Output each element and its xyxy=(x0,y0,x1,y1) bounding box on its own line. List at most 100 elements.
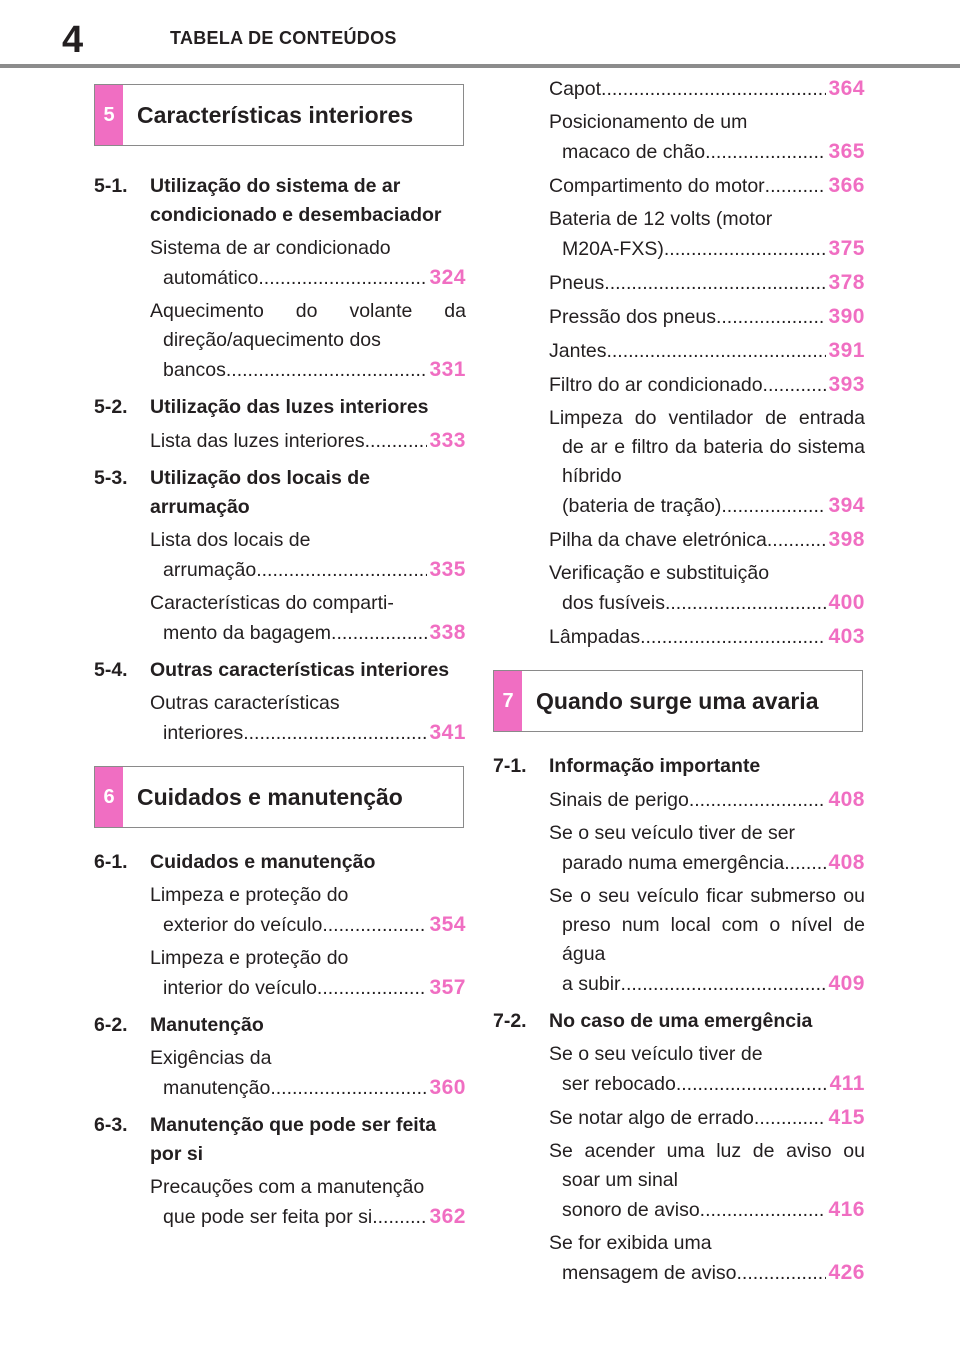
page-reference[interactable]: 360 xyxy=(429,1076,466,1099)
entry-last-line: Pilha da chave eletrónica398 xyxy=(549,525,865,555)
entry-text-end: interiores xyxy=(163,722,244,744)
page-reference[interactable]: 366 xyxy=(828,174,865,197)
section-title: Cuidados e manutenção xyxy=(150,851,376,873)
page-reference[interactable]: 357 xyxy=(429,976,466,999)
entry-text: Lista dos locais de xyxy=(150,529,311,551)
page-reference[interactable]: 416 xyxy=(828,1198,865,1221)
page-reference[interactable]: 331 xyxy=(429,358,466,381)
toc-entry[interactable]: Outras característicasinteriores341 xyxy=(150,689,466,748)
page-reference[interactable]: 354 xyxy=(429,913,466,936)
entry-text: Precauções com a manutenção xyxy=(150,1176,425,1198)
toc-entry[interactable]: Lâmpadas403 xyxy=(549,622,865,652)
toc-entry[interactable]: Compartimento do motor 366 xyxy=(549,171,865,201)
toc-entry[interactable]: Sinais de perigo 408 xyxy=(549,785,865,815)
page-reference[interactable]: 415 xyxy=(828,1106,865,1129)
entry-text-end: sonoro de aviso xyxy=(562,1199,700,1221)
entry-last-line: Se notar algo de errado415 xyxy=(549,1103,865,1133)
page-reference[interactable]: 365 xyxy=(828,140,865,163)
toc-entry[interactable]: Lista dos locais dearrumação335 xyxy=(150,526,466,585)
toc-entry[interactable]: Se o seu veículo ficar submerso ou preso… xyxy=(549,882,865,999)
section-number: 5-3. xyxy=(94,467,128,489)
entry-last-line: Lâmpadas403 xyxy=(549,622,865,652)
toc-entry[interactable]: Exigências damanutenção360 xyxy=(150,1044,466,1103)
page-reference[interactable]: 341 xyxy=(429,721,466,744)
toc-entry[interactable]: Pilha da chave eletrónica398 xyxy=(549,525,865,555)
chapter-5-heading: 5 Características interiores xyxy=(94,84,464,146)
chapter-number: 7 xyxy=(494,671,522,731)
entry-text-end: exterior do veículo xyxy=(163,914,323,936)
entry-text-end: M20A-FXS) xyxy=(562,238,664,260)
page-reference[interactable]: 378 xyxy=(828,271,865,294)
page-reference[interactable]: 324 xyxy=(429,266,466,289)
section-title: Manutenção que pode ser feita por si xyxy=(150,1114,437,1165)
page-reference[interactable]: 408 xyxy=(828,788,865,811)
entry-last-line: Pneus378 xyxy=(549,268,865,298)
page-reference[interactable]: 364 xyxy=(828,77,865,100)
dot-leader xyxy=(601,75,826,104)
section-heading: 5-1.Utilização do sistema de ar condicio… xyxy=(94,172,466,230)
entry-text-end: bancos xyxy=(163,359,226,381)
page-reference[interactable]: 403 xyxy=(828,625,865,648)
toc-entry[interactable]: Pressão dos pneus390 xyxy=(549,302,865,332)
toc-entry[interactable]: Se notar algo de errado415 xyxy=(549,1103,865,1133)
entry-text-end: que pode ser feita por si xyxy=(163,1206,373,1228)
page-reference[interactable]: 400 xyxy=(828,591,865,614)
page-reference[interactable]: 390 xyxy=(828,305,865,328)
toc-entry[interactable]: Jantes 391 xyxy=(549,336,865,366)
page-reference[interactable]: 394 xyxy=(828,494,865,517)
header-title: TABELA DE CONTEÚDOS xyxy=(170,28,397,48)
section-title: Manutenção xyxy=(150,1014,264,1036)
chapter-6-heading: 6 Cuidados e manutenção xyxy=(94,766,464,828)
toc-entry[interactable]: Lista das luzes interiores333 xyxy=(150,426,466,456)
section-number: 5-4. xyxy=(94,659,128,681)
toc-entry[interactable]: Precauções com a manutenção que pode ser … xyxy=(150,1173,466,1232)
dot-leader xyxy=(317,974,428,1003)
section-heading: 7-2.No caso de uma emergência xyxy=(493,1007,865,1036)
dot-leader xyxy=(604,269,826,298)
section-heading: 6-3.Manutenção que pode ser feita por si xyxy=(94,1111,466,1169)
entry-text-end: Jantes xyxy=(549,340,607,362)
page-reference[interactable]: 426 xyxy=(828,1261,865,1284)
page-reference[interactable]: 409 xyxy=(828,972,865,995)
toc-entry[interactable]: Características do comparti-mento da bag… xyxy=(150,589,466,648)
toc-entry[interactable]: Pneus378 xyxy=(549,268,865,298)
toc-entry[interactable]: Se acender uma luz de aviso ou soar um s… xyxy=(549,1137,865,1225)
page-reference[interactable]: 391 xyxy=(828,339,865,362)
toc-entry[interactable]: Capot364 xyxy=(549,74,865,104)
entry-text-end: Compartimento do motor xyxy=(549,175,765,197)
entry-text-end: interior do veículo xyxy=(163,977,317,999)
toc-entry[interactable]: Limpeza do ventilador de entrada de ar e… xyxy=(549,404,865,521)
chapter-number: 6 xyxy=(95,767,123,827)
entry-last-line: bancos 331 xyxy=(150,355,466,385)
toc-entry[interactable]: Filtro do ar condicionado393 xyxy=(549,370,865,400)
page-reference[interactable]: 408 xyxy=(828,851,865,874)
entry-text: Se o seu veículo ficar submerso ou preso… xyxy=(549,885,865,965)
entry-text-end: Sinais de perigo xyxy=(549,789,689,811)
page-number: 4 xyxy=(62,19,84,61)
page-reference[interactable]: 411 xyxy=(829,1072,865,1095)
page-reference[interactable]: 393 xyxy=(828,373,865,396)
toc-entry[interactable]: Sistema de ar condicionadoautomático324 xyxy=(150,234,466,293)
section-title: Informação importante xyxy=(549,755,761,777)
section-heading: 5-3.Utilização dos locais de arrumação xyxy=(94,464,466,522)
dot-leader xyxy=(621,970,827,999)
page-reference[interactable]: 362 xyxy=(429,1205,466,1228)
entry-text-end: automático xyxy=(163,267,259,289)
dot-leader xyxy=(765,172,827,201)
page-reference[interactable]: 398 xyxy=(828,528,865,551)
toc-entry[interactable]: Aquecimento do volante da direção/aqueci… xyxy=(150,297,466,385)
page-reference[interactable]: 333 xyxy=(429,429,466,452)
page-reference[interactable]: 375 xyxy=(828,237,865,260)
page-reference[interactable]: 338 xyxy=(429,621,466,644)
page-reference[interactable]: 335 xyxy=(429,558,466,581)
entry-text-end: mensagem de aviso xyxy=(562,1262,737,1284)
dot-leader xyxy=(700,1196,827,1225)
